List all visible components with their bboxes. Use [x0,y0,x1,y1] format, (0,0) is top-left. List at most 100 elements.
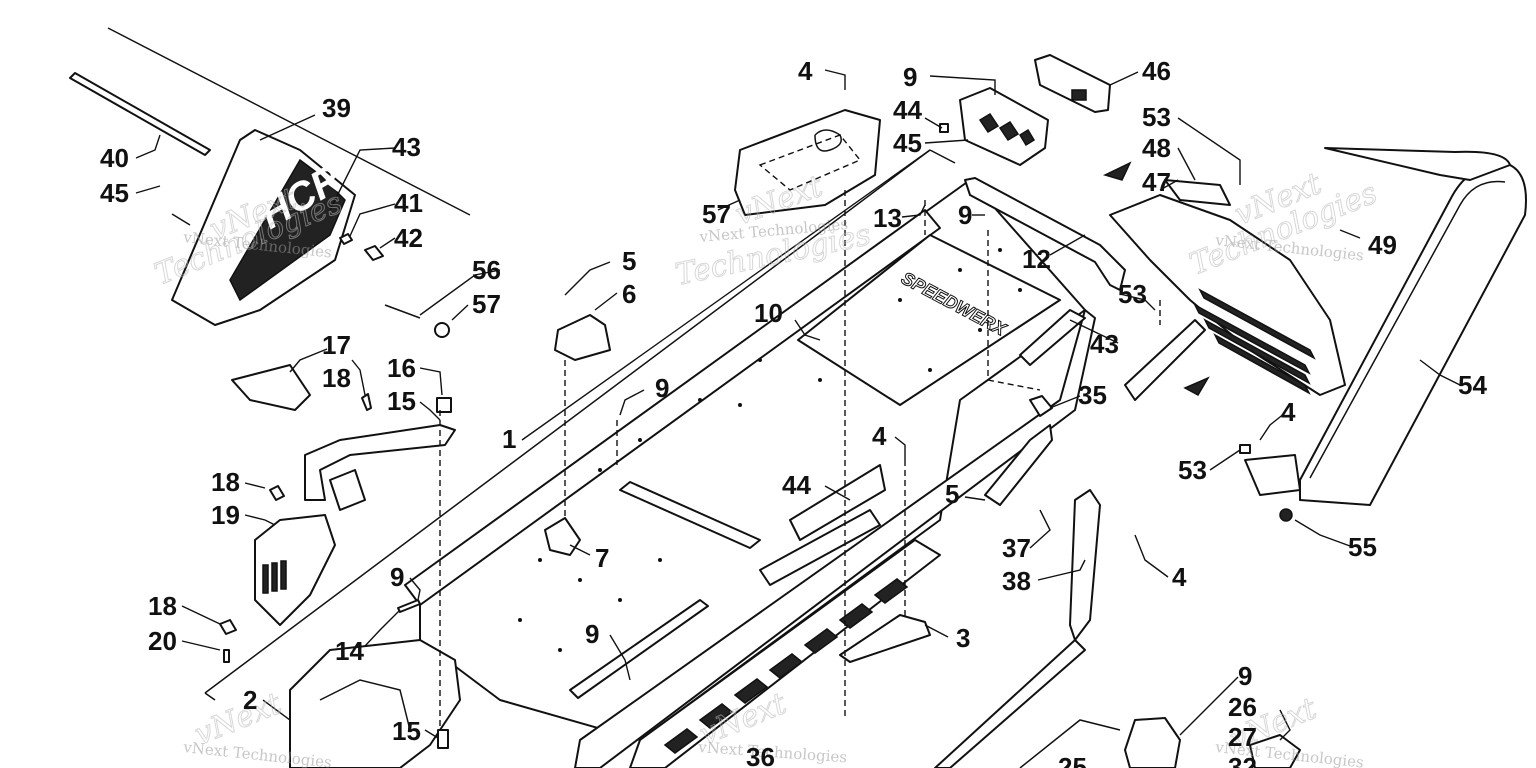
nut-49 [1279,508,1293,522]
bulkhead-plate-2-inner [319,679,411,731]
callout-19: 18 [211,467,240,497]
screw-56 [364,245,384,261]
callout-54: 40 [100,143,129,173]
arrow-marker [1183,376,1210,397]
callout-10: 10 [754,298,783,328]
washer-55 [339,233,353,245]
brace-36 [984,424,1053,506]
storage-bag-50-cutout [814,129,842,152]
callout-47: 53 [1178,455,1207,485]
callout-46b: 53 [1142,102,1171,132]
bracket-15-tube [329,469,366,511]
callout-24: 25 [1058,752,1087,768]
leader-lines [107,27,1461,741]
callout-15: 15 [387,386,416,416]
callout-labels: 39 40 45 43 41 42 4 9 44 45 46 53 48 47 … [100,56,1487,768]
callout-39: 44 [782,470,811,500]
bracket-6 [554,314,611,361]
callout-9d: 9 [585,619,599,649]
callout-56: 42 [394,223,423,253]
callout-52: 57 [472,289,501,319]
bumper-bracket-47 [1244,454,1301,496]
callout-5: 5 [622,246,636,276]
tunnel-slot-lower [569,599,709,699]
callout-4b: 4 [1281,397,1296,427]
callout-12: 12 [1022,244,1051,274]
callout-45: 49 [1368,230,1397,260]
callout-1: 1 [502,424,516,454]
callout-57: 43 [392,132,421,162]
running-board-cleats [663,578,909,754]
callout-17: 17 [322,330,351,360]
bracket-24 [1124,717,1181,768]
callout-18: 18 [322,363,351,393]
screw-14 [437,729,449,749]
callout-4c: 4 [872,421,887,451]
callout-4d: 4 [1172,562,1187,592]
tunnel-right-rail [574,309,1096,768]
parts-layer: SPEEDWERX [69,54,1527,768]
watermark-big: vNext [190,686,287,752]
callout-46: 45 [100,178,129,208]
callout-44: 48 [1142,133,1171,163]
pin-51 [384,304,421,319]
callout-50: 57 [702,199,731,229]
frame-outline-line-top [929,149,956,164]
callout-13: 14 [335,636,364,666]
snowflap-assembly-45 [1109,194,1346,396]
guard-20-slots [262,560,287,594]
callout-9c: 9 [655,373,669,403]
arrow-marker [1102,161,1132,181]
tunnel-plate-10 [797,234,1061,406]
screw-18 [361,393,372,411]
tunnel-side-rail [404,209,941,606]
callout-9f: 9 [1238,661,1252,691]
bracket-15 [304,424,456,501]
callout-6: 6 [622,279,636,309]
bracket-line-24 [1019,719,1121,768]
direction-arrows [1102,161,1210,397]
bracket-41-holes [978,112,1036,147]
rail-38 [1019,309,1086,366]
callout-32: 35 [1078,380,1107,410]
callout-37: 38 [1002,566,1031,596]
side-panel-decal-57 [229,158,346,302]
callout-42: 46 [1142,56,1171,86]
rail-37 [1069,489,1101,641]
callout-26: 27 [1228,722,1257,752]
rear-bumper-48-top [1324,147,1511,181]
callout-27: 32 [1228,752,1257,768]
hinge-25 [1249,734,1301,768]
callout-40: 44 [893,95,922,125]
flap-43 [1164,179,1231,206]
bushing-52 [434,322,450,338]
callout-9: 9 [903,62,917,92]
snowflap-slats [1193,288,1316,395]
screw-40 [939,123,949,133]
cover-17 [231,364,311,411]
callout-41: 45 [893,128,922,158]
nut-16 [436,397,452,413]
callout-43: 47 [1142,167,1171,197]
rivet-strip-13 [397,599,421,613]
side-decal-39 [789,464,886,541]
bolt-47 [1239,444,1251,454]
callout-51: 56 [472,255,501,285]
screw-21 [223,649,230,663]
tunnel-holes [518,248,1022,652]
callout-20: 19 [211,500,240,530]
callout-7: 7 [595,543,609,573]
fastener-19-bottom [219,619,237,635]
storage-bag-50 [734,109,881,216]
callout-14: 15 [392,716,421,746]
bulkhead-plate-2 [289,639,461,768]
callout-11: 13 [873,203,902,233]
bracket-32 [1029,395,1053,417]
callout-4: 4 [798,56,813,86]
frame-outline-line [204,149,931,701]
rod-54 [69,72,211,156]
explode-lines [439,190,1161,730]
fastener-19-top [269,485,285,501]
